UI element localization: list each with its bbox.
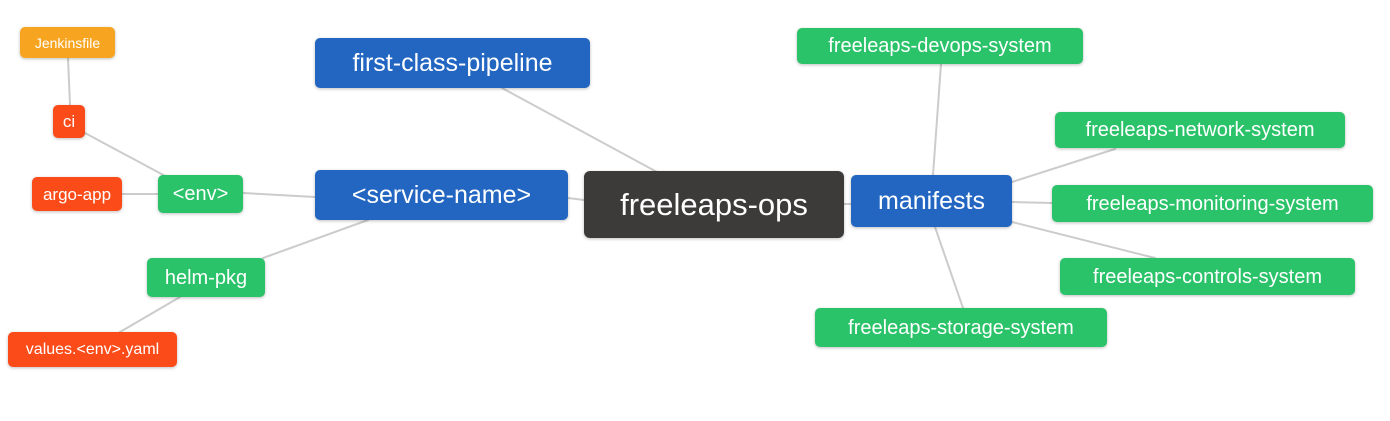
edge-helmpkg-servicename (262, 219, 369, 259)
node-first-class-pipeline[interactable]: first-class-pipeline (315, 38, 590, 88)
edge-manifests-network (1011, 148, 1116, 183)
node-freeleaps-monitoring-system[interactable]: freeleaps-monitoring-system (1052, 185, 1373, 222)
node-jenkinsfile[interactable]: Jenkinsfile (20, 27, 115, 58)
edge-servicename-freeleapsops (567, 197, 585, 201)
edge-manifests-monitoring (1011, 201, 1053, 204)
node-freeleaps-controls-system[interactable]: freeleaps-controls-system (1060, 258, 1355, 295)
node-freeleaps-network-system[interactable]: freeleaps-network-system (1055, 112, 1345, 148)
edge-env-servicename (242, 192, 316, 198)
node-argo-app[interactable]: argo-app (32, 177, 122, 211)
node-freeleaps-storage-system[interactable]: freeleaps-storage-system (815, 308, 1107, 347)
edge-manifests-storage (934, 226, 964, 309)
node-freeleaps-devops-system[interactable]: freeleaps-devops-system (797, 28, 1083, 64)
node-env[interactable]: <env> (158, 175, 243, 213)
edge-manifests-devops (932, 63, 942, 176)
node-ci[interactable]: ci (53, 105, 85, 138)
edge-values-helmpkg (119, 296, 181, 333)
edge-manifests-controls (1011, 221, 1156, 259)
node-freeleaps-ops-root[interactable]: freeleaps-ops (584, 171, 844, 238)
node-manifests[interactable]: manifests (851, 175, 1012, 227)
edge-pipeline-freeleapsops (501, 87, 658, 173)
node-helm-pkg[interactable]: helm-pkg (147, 258, 265, 297)
edge-jenkinsfile-ci (67, 57, 71, 106)
node-service-name[interactable]: <service-name> (315, 170, 568, 220)
node-values-env-yaml[interactable]: values.<env>.yaml (8, 332, 177, 367)
edge-ci-env (84, 132, 168, 178)
